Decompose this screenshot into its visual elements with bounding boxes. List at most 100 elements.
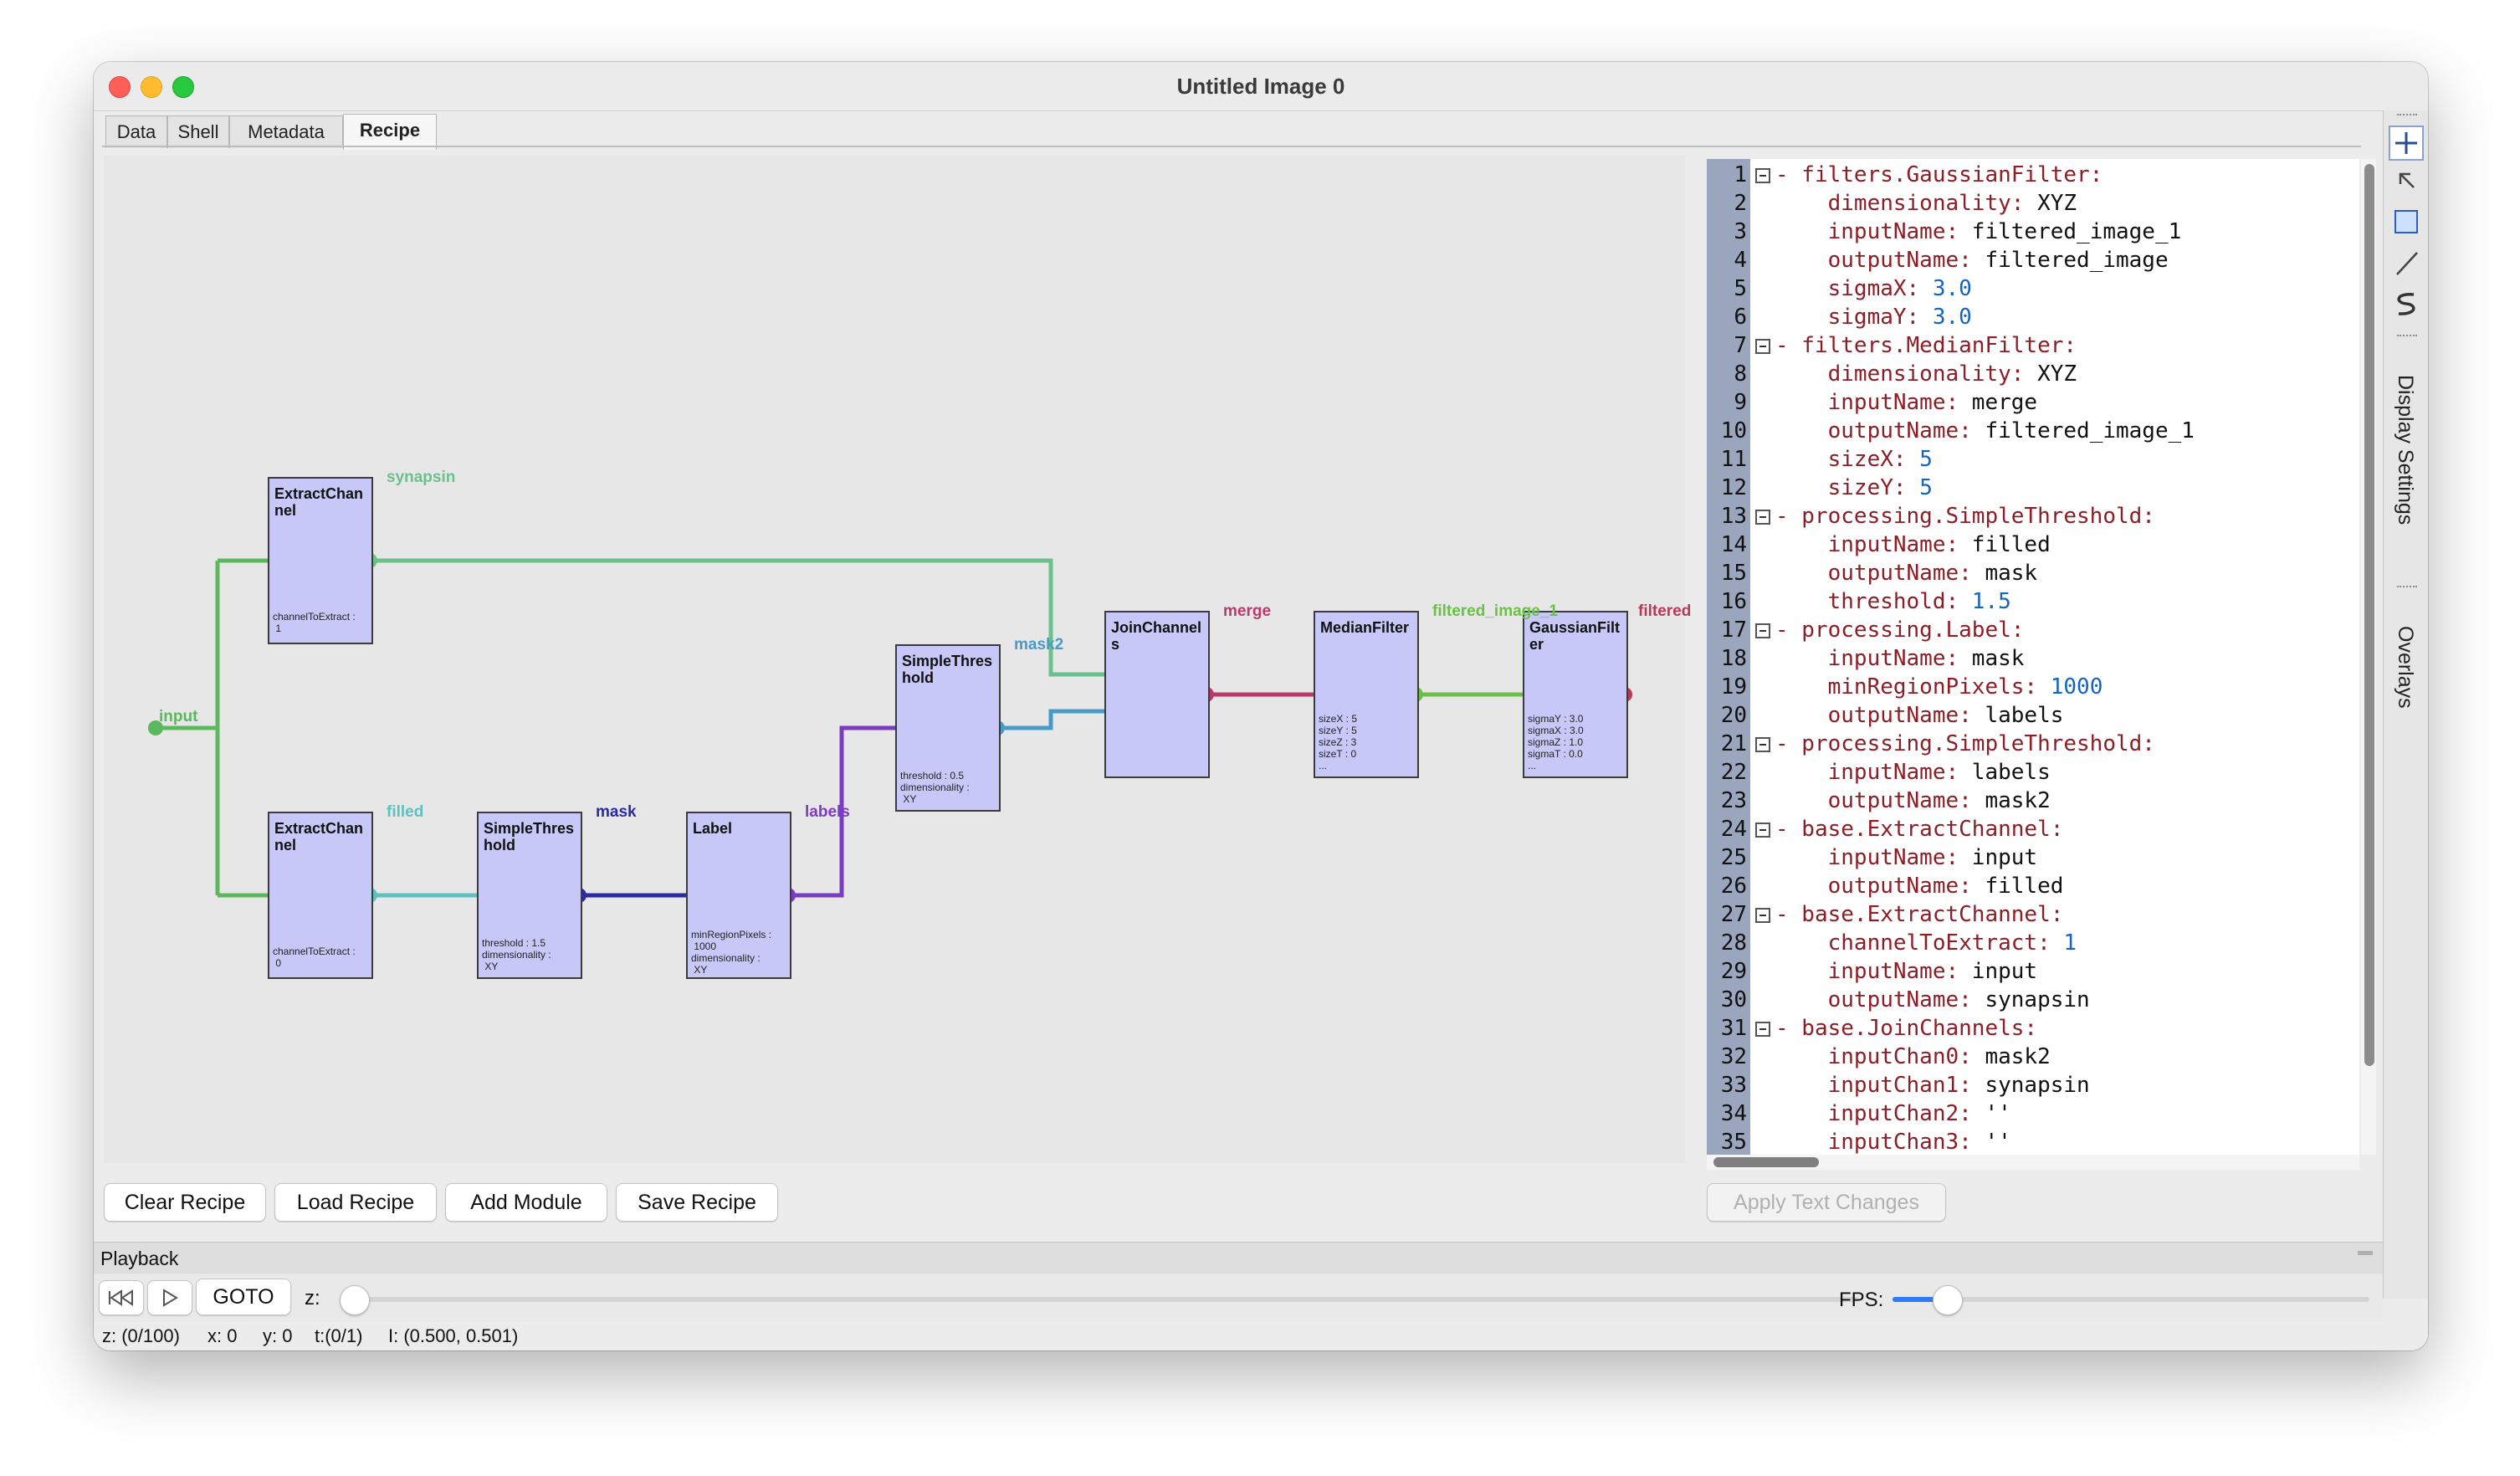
line-number: 3	[1734, 219, 1747, 244]
side-toolbar: Display Settings Overlays	[2383, 110, 2428, 1299]
rectangle-tool-icon[interactable]	[2392, 208, 2420, 236]
save-recipe-button[interactable]: Save Recipe	[616, 1183, 778, 1222]
fold-toggle-icon[interactable]	[1755, 168, 1770, 183]
tab-metadata[interactable]: Metadata	[229, 115, 343, 148]
node-extract-channel-1[interactable]: ExtractChannel channelToExtract : 1	[268, 477, 373, 644]
line-number: 33	[1720, 1073, 1747, 1098]
yaml-key: - filters.MedianFilter:	[1775, 333, 2077, 358]
code-line: - base.JoinChannels:	[1775, 1014, 2037, 1043]
minimize-window-button[interactable]	[141, 76, 162, 98]
line-tool-icon[interactable]	[2392, 249, 2420, 278]
grip-icon	[2397, 586, 2417, 591]
node-gaussian-filter[interactable]: GaussianFilter sigmaY : 3.0 sigmaX : 3.0…	[1523, 611, 1628, 778]
yaml-key: - processing.SimpleThreshold:	[1775, 504, 2155, 529]
clear-recipe-button[interactable]: Clear Recipe	[104, 1183, 266, 1222]
yaml-key: inputName:	[1775, 390, 1959, 415]
status-intensity: I: (0.500, 0.501)	[388, 1325, 519, 1346]
playback-header: Playback	[94, 1242, 2383, 1275]
node-extract-channel-0[interactable]: ExtractChannel channelToExtract : 0	[268, 812, 373, 979]
code-line: - base.ExtractChannel:	[1775, 815, 2063, 843]
line-number: 14	[1720, 532, 1747, 557]
display-settings-panel-tab[interactable]: Display Settings	[2389, 345, 2424, 574]
fold-toggle-icon[interactable]	[1755, 339, 1770, 354]
node-params: minRegionPixels : 1000 dimensionality : …	[691, 929, 772, 976]
apply-text-changes-button[interactable]: Apply Text Changes	[1707, 1183, 1946, 1222]
status-bar: z: (0/100) x: 0 y: 0 t:(0/1) I: (0.500, …	[94, 1322, 2428, 1350]
node-simple-threshold-2[interactable]: SimpleThreshold threshold : 0.5 dimensio…	[895, 644, 1001, 812]
yaml-key: outputName:	[1775, 987, 1972, 1012]
yaml-key: inputChan2:	[1775, 1101, 1972, 1126]
tab-shell[interactable]: Shell	[167, 115, 229, 148]
line-number: 11	[1720, 447, 1747, 472]
fold-toggle-icon[interactable]	[1755, 737, 1770, 752]
freehand-tool-icon[interactable]	[2392, 290, 2420, 318]
fps-slider-thumb[interactable]	[1933, 1285, 1963, 1315]
code-line: outputName: filled	[1775, 872, 2064, 900]
fold-toggle-icon[interactable]	[1755, 823, 1770, 838]
crosshair-tool-icon[interactable]	[2389, 126, 2424, 161]
play-icon	[163, 1289, 178, 1307]
line-number: 17	[1720, 618, 1747, 643]
line-number: 31	[1720, 1016, 1747, 1041]
yaml-value: 1000	[2037, 674, 2103, 700]
editor-horizontal-scrollbar[interactable]	[1707, 1155, 2359, 1170]
recipe-yaml-editor[interactable]: 1- filters.GaussianFilter:2 dimensionali…	[1707, 159, 2359, 1155]
rewind-icon	[109, 1289, 133, 1306]
tab-recipe[interactable]: Recipe	[343, 114, 437, 150]
node-label[interactable]: Label minRegionPixels : 1000 dimensional…	[686, 812, 791, 979]
play-button[interactable]	[147, 1280, 192, 1315]
node-simple-threshold-1[interactable]: SimpleThreshold threshold : 1.5 dimensio…	[477, 812, 582, 979]
code-line: - filters.GaussianFilter:	[1775, 161, 2103, 189]
editor-horizontal-scroll-thumb[interactable]	[1713, 1157, 1819, 1167]
yaml-value: filled	[1971, 874, 2064, 899]
load-recipe-button[interactable]: Load Recipe	[274, 1183, 437, 1222]
fold-toggle-icon[interactable]	[1755, 1022, 1770, 1037]
recipe-graph-canvas[interactable]: input ExtractChannel channelToExtract : …	[104, 156, 1691, 1163]
input-port[interactable]	[148, 720, 163, 735]
yaml-value: 5	[1906, 475, 1933, 500]
node-title: MedianFilter	[1320, 619, 1410, 636]
node-join-channels[interactable]: JoinChannels	[1104, 611, 1210, 778]
z-slider-track[interactable]	[340, 1297, 1859, 1302]
code-line: - processing.Label:	[1775, 616, 2024, 644]
fps-slider-fill	[1893, 1297, 1941, 1302]
fps-slider-track[interactable]	[1893, 1297, 2369, 1302]
yaml-key: - processing.SimpleThreshold:	[1775, 731, 2155, 756]
goto-button[interactable]: GOTO	[196, 1279, 291, 1315]
code-line: inputChan2: ''	[1775, 1099, 2011, 1128]
node-title: SimpleThreshold	[484, 820, 575, 853]
grip-icon	[2397, 335, 2417, 340]
z-slider-thumb[interactable]	[340, 1285, 370, 1315]
fold-toggle-icon[interactable]	[1755, 908, 1770, 923]
line-number: 20	[1720, 703, 1747, 728]
add-module-button[interactable]: Add Module	[445, 1183, 607, 1222]
zoom-window-button[interactable]	[172, 76, 194, 98]
fold-toggle-icon[interactable]	[1755, 510, 1770, 525]
yaml-key: channelToExtract:	[1775, 930, 2051, 956]
overlays-panel-tab[interactable]: Overlays	[2389, 596, 2424, 746]
window-title: Untitled Image 0	[1176, 74, 1345, 99]
line-number: 29	[1720, 959, 1747, 984]
overlays-label: Overlays	[2394, 626, 2417, 709]
yaml-value: 1.5	[1959, 589, 2011, 614]
code-line: sigmaY: 3.0	[1775, 303, 1972, 331]
editor-vertical-scroll-thumb[interactable]	[2364, 164, 2374, 1066]
line-number: 21	[1720, 731, 1747, 756]
rewind-button[interactable]	[99, 1280, 144, 1315]
line-number: 15	[1720, 561, 1747, 586]
arrow-tool-icon[interactable]	[2392, 166, 2420, 194]
node-title: GaussianFilter	[1529, 619, 1621, 653]
code-line: inputName: merge	[1775, 388, 2037, 417]
node-median-filter[interactable]: MedianFilter sizeX : 5 sizeY : 5 sizeZ :…	[1314, 611, 1419, 778]
close-window-button[interactable]	[109, 76, 131, 98]
fold-toggle-icon[interactable]	[1755, 623, 1770, 638]
grip-icon	[2397, 114, 2417, 119]
line-number: 1	[1734, 162, 1747, 187]
code-line: outputName: filtered_image	[1775, 246, 2169, 274]
collapse-handle-icon[interactable]	[2358, 1251, 2373, 1255]
code-line: inputName: input	[1775, 957, 2037, 986]
yaml-value: mask2	[1971, 788, 2051, 813]
node-title: JoinChannels	[1111, 619, 1202, 653]
tab-data[interactable]: Data	[105, 115, 167, 148]
yaml-value: mask	[1959, 646, 2025, 671]
